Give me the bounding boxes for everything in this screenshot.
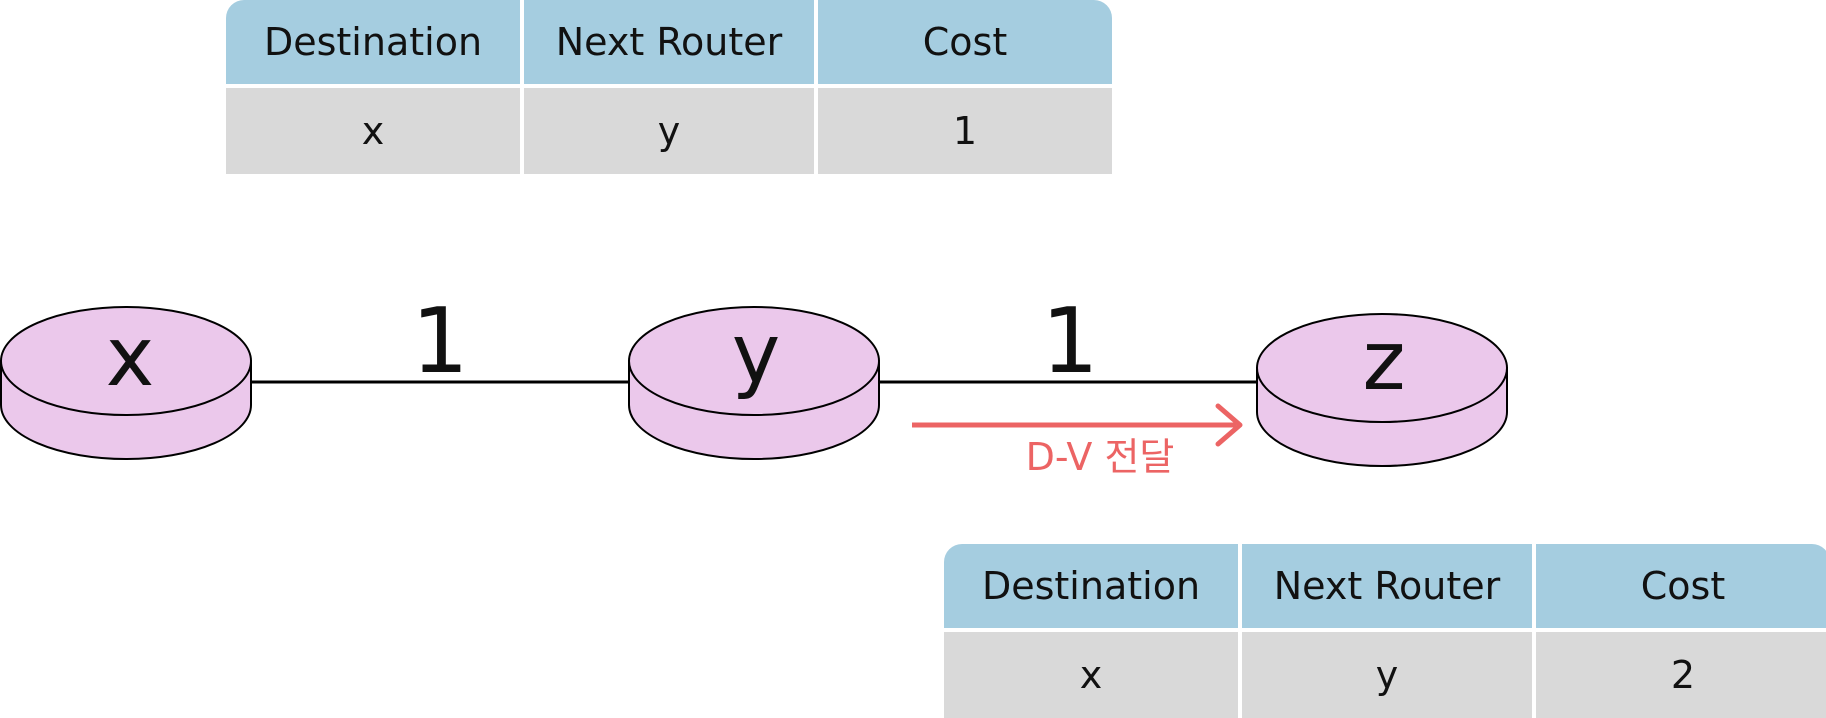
router-z-label: z [1362,314,1405,409]
table-header-row: Destination Next Router Cost [944,544,1826,628]
cell-destination: x [226,88,520,174]
router-x-label: x [106,310,155,405]
header-destination: Destination [944,544,1238,628]
router-z: z [1256,313,1508,467]
header-next-router: Next Router [524,0,814,84]
header-destination: Destination [226,0,520,84]
link-cost-x-y: 1 [411,289,468,394]
cell-cost: 2 [1536,632,1826,718]
cell-destination: x [944,632,1238,718]
routing-table-z: Destination Next Router Cost x y 2 [944,544,1826,718]
router-x-top [0,306,252,416]
table-row: x y 2 [944,632,1826,718]
table-header-row: Destination Next Router Cost [226,0,1112,84]
header-cost: Cost [818,0,1112,84]
router-y-top [628,306,880,416]
header-next-router: Next Router [1242,544,1532,628]
router-x: x [0,306,252,460]
header-cost: Cost [1536,544,1826,628]
dv-transfer-label: D-V 전달 [1026,435,1175,479]
cell-next-router: y [524,88,814,174]
router-z-top [1256,313,1508,423]
router-y-label: y [732,307,781,402]
router-y: y [628,306,880,460]
dv-transfer-arrow [912,403,1243,447]
link-cost-y-z: 1 [1041,289,1098,394]
table-row: x y 1 [226,88,1112,174]
routing-table-y: Destination Next Router Cost x y 1 [226,0,1112,174]
arrow-head-icon [1215,403,1243,447]
cell-next-router: y [1242,632,1532,718]
cell-cost: 1 [818,88,1112,174]
